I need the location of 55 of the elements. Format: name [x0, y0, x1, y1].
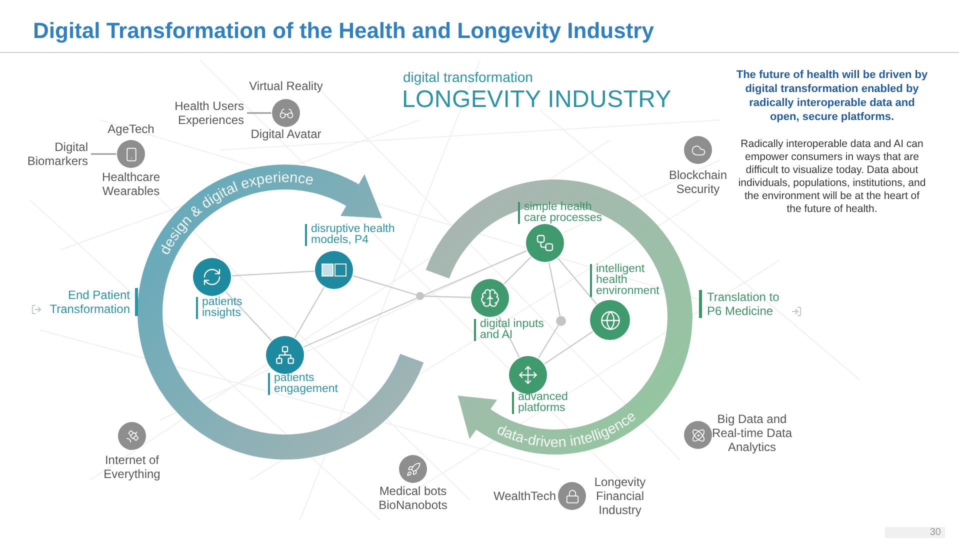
icon-circle [272, 99, 300, 127]
icon-circle [526, 224, 564, 262]
node-label: patients insights [196, 297, 260, 319]
node-label: patients engagement [268, 373, 354, 395]
subheading: digital transformation [403, 69, 533, 85]
node-label: Big Data and Real-time Data Analytics [710, 412, 794, 454]
node-label: Longevity Financial Industry [593, 475, 647, 517]
icon-circle [193, 258, 231, 296]
side-label: Translation to P6 Medicine [699, 290, 793, 318]
connector-line [224, 290, 272, 342]
connector-line [556, 257, 598, 306]
node-label: Virtual Reality [248, 79, 324, 93]
side-label: End Patient Transformation [40, 288, 138, 316]
connector-line [302, 250, 528, 348]
connector-line [230, 270, 316, 276]
heading: LONGEVITY INDUSTRY [402, 86, 672, 114]
icon-circle [315, 251, 353, 289]
icon-circle [684, 136, 712, 164]
leader-line [91, 153, 117, 155]
connector-line [294, 286, 326, 339]
icon-circle [117, 140, 145, 168]
connector-line [543, 330, 594, 365]
node-label: disruptive health models, P4 [305, 224, 411, 246]
connector-line [352, 274, 416, 296]
leader-line [247, 112, 272, 114]
page-number: 30 [885, 527, 945, 538]
connector-line [498, 314, 520, 358]
node-label: Healthcare Wearables [100, 170, 162, 198]
connector-line [502, 256, 532, 286]
node-label: Internet of Everything [102, 453, 162, 481]
node-label: Health Users Experiences [164, 98, 244, 128]
connector-line [537, 324, 559, 360]
page-title: Digital Transformation of the Health and Longevity Industry [33, 18, 654, 44]
connector-line [424, 296, 472, 298]
icon-circle [558, 482, 586, 510]
node-label: advanced platforms [512, 392, 588, 414]
node-label: intelligent health environment [590, 264, 670, 297]
icon-circle [471, 279, 509, 317]
connector-line [548, 261, 561, 316]
node-label: simple health care processes [518, 202, 608, 224]
icon-circle [266, 336, 304, 374]
icon-circle [118, 422, 146, 450]
node-label: Digital Avatar [250, 127, 322, 141]
icon-circle [590, 300, 630, 340]
summary-text: The future of health will be driven by digital transformation enabled by radically interoperable data and open, secure platforms. [735, 68, 929, 124]
node-label: WealthTech [492, 489, 556, 503]
icon-circle [399, 455, 427, 483]
description-text: Radically interoperable data and AI can empower consumers in ways that are difficult to visualize today. Data about individuals, populations, institutions, and the environment will be at the heart of the future of health. [737, 138, 927, 216]
junction-dot [416, 292, 424, 300]
node-label: AgeTech [106, 122, 156, 136]
node-label: Blockchain Security [668, 168, 728, 196]
icon-circle [684, 421, 712, 449]
node-label: Medical bots BioNanobots [378, 484, 448, 512]
junction-dot [556, 316, 566, 326]
node-label: Digital Biomarkers [24, 139, 88, 169]
